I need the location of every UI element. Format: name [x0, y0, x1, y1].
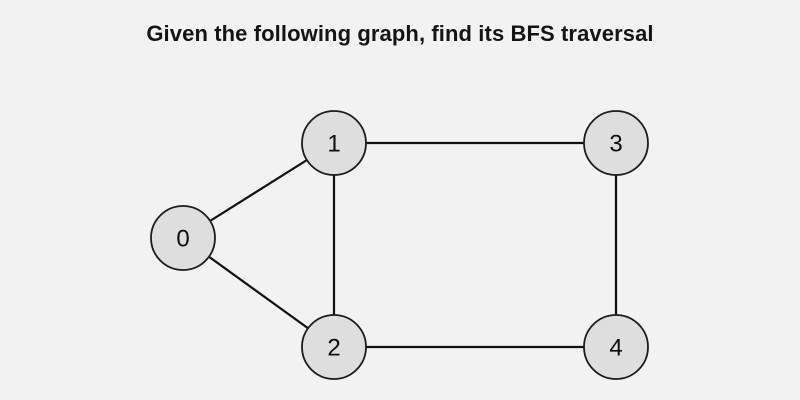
graph-node-circle-0[interactable]: [150, 205, 216, 271]
graph-node-label-1: 1: [327, 131, 340, 158]
graph-node-0[interactable]: 0: [150, 205, 216, 271]
graph-node-circle-1[interactable]: [301, 110, 367, 176]
graph-nodes: 0 1 2 3 4: [150, 110, 649, 380]
graph-node-label-0: 0: [176, 226, 189, 253]
graph-node-circle-4[interactable]: [583, 314, 649, 380]
graph-node-label-3: 3: [609, 131, 622, 158]
graph-node-3[interactable]: 3: [583, 110, 649, 176]
graph-node-2[interactable]: 2: [301, 314, 367, 380]
graph-node-label-4: 4: [609, 335, 622, 362]
page-title: Given the following graph, find its BFS …: [146, 21, 654, 46]
graph-node-4[interactable]: 4: [583, 314, 649, 380]
graph-node-label-2: 2: [327, 335, 340, 362]
graph-node-circle-3[interactable]: [583, 110, 649, 176]
graph-node-circle-2[interactable]: [301, 314, 367, 380]
graph-node-1[interactable]: 1: [301, 110, 367, 176]
graph-edges: [181, 141, 618, 349]
